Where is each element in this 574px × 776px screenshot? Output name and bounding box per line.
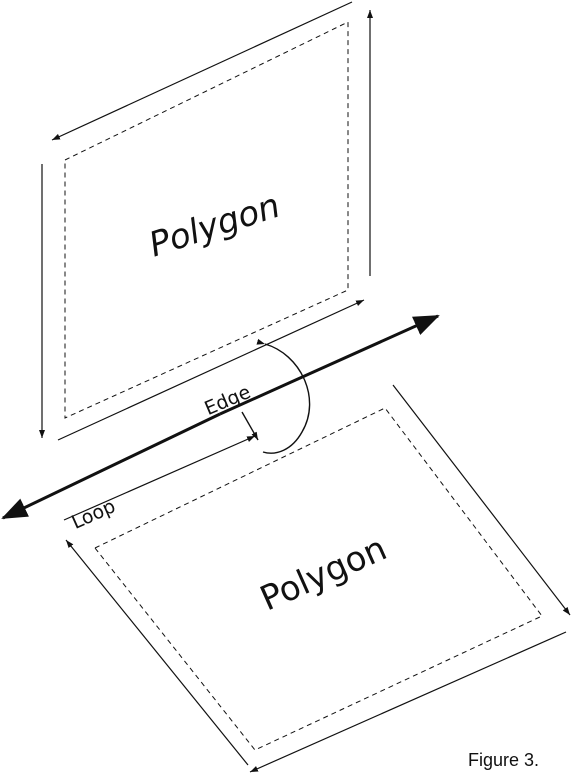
edge-label: Edge xyxy=(201,381,254,420)
top-polygon-dashed-outline xyxy=(64,21,349,419)
edge-pointer-arrow xyxy=(241,411,259,441)
bottom-polygon-top-edge-arrow xyxy=(63,435,256,521)
edge-group: Edge Loop xyxy=(1,314,440,534)
edge-double-arrow-left-head xyxy=(1,412,221,520)
top-polygon-group: Polygon xyxy=(39,1,373,441)
bottom-polygon-left-edge-arrow xyxy=(65,539,249,766)
figure-caption: Figure 3. xyxy=(468,750,540,770)
edge-rotation-arc xyxy=(256,338,311,454)
bottom-polygon-right-edge-arrow xyxy=(392,384,571,616)
loop-label: Loop xyxy=(68,495,119,534)
bottom-polygon-group: Polygon xyxy=(63,384,571,773)
bottom-polygon-dashed-outline xyxy=(94,407,543,751)
top-polygon-bottom-arrow xyxy=(57,299,365,441)
bottom-polygon-label: Polygon xyxy=(254,529,392,620)
top-polygon-label: Polygon xyxy=(144,186,285,266)
bottom-polygon-bottom-edge-arrow xyxy=(249,631,567,773)
top-polygon-top-arrow xyxy=(51,1,353,141)
edge-double-arrow xyxy=(219,314,440,416)
